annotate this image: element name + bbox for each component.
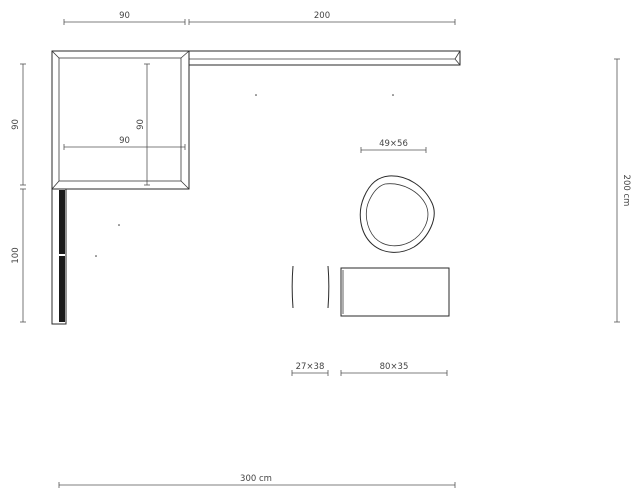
dimension-total-width: 300 cm <box>58 474 456 488</box>
dimension-inner-width: 90 <box>63 136 186 150</box>
marker-dot <box>118 224 120 226</box>
dimension-label-side-table: 27×38 <box>296 362 325 372</box>
left-module-cushion-upper <box>59 190 65 254</box>
dimension-label-top-left: 90 <box>119 11 130 21</box>
sofa-corner-module <box>51 50 190 190</box>
dimension-label-inner-width: 90 <box>119 136 130 146</box>
pouf <box>359 175 435 253</box>
dimension-top-left: 90 <box>63 11 186 25</box>
dimension-label-left-lower: 100 <box>11 247 21 263</box>
dimension-label-right-height: 200 cm <box>621 175 631 207</box>
dimension-top-right: 200 <box>188 11 456 25</box>
dimension-left-lower: 100 <box>11 188 26 323</box>
side-table <box>291 265 330 309</box>
dimension-pouf: 49×56 <box>360 139 427 153</box>
dimension-right-height: 200 cm <box>614 58 631 323</box>
dimension-label-pouf: 49×56 <box>379 139 408 149</box>
dimension-label-inner-height: 90 <box>136 119 146 130</box>
left-module-cushion-lower <box>59 256 65 322</box>
marker-dot <box>95 255 97 257</box>
dimension-label-total-width: 300 cm <box>240 474 272 484</box>
coffee-table <box>340 267 450 317</box>
sofa-left-module <box>51 188 67 325</box>
dimension-inner-height: 90 <box>136 63 150 186</box>
dimension-side-table: 27×38 <box>291 362 329 376</box>
sofa-top-module <box>188 50 461 66</box>
dimension-label-left-upper: 90 <box>11 119 21 130</box>
marker-dot <box>392 94 394 96</box>
dimension-left-upper: 90 <box>11 63 26 186</box>
dimension-label-coffee-table: 80×35 <box>380 362 409 372</box>
marker-dot <box>255 94 257 96</box>
dimension-coffee-table: 80×35 <box>340 362 448 376</box>
dimension-label-top-right: 200 <box>314 11 330 21</box>
